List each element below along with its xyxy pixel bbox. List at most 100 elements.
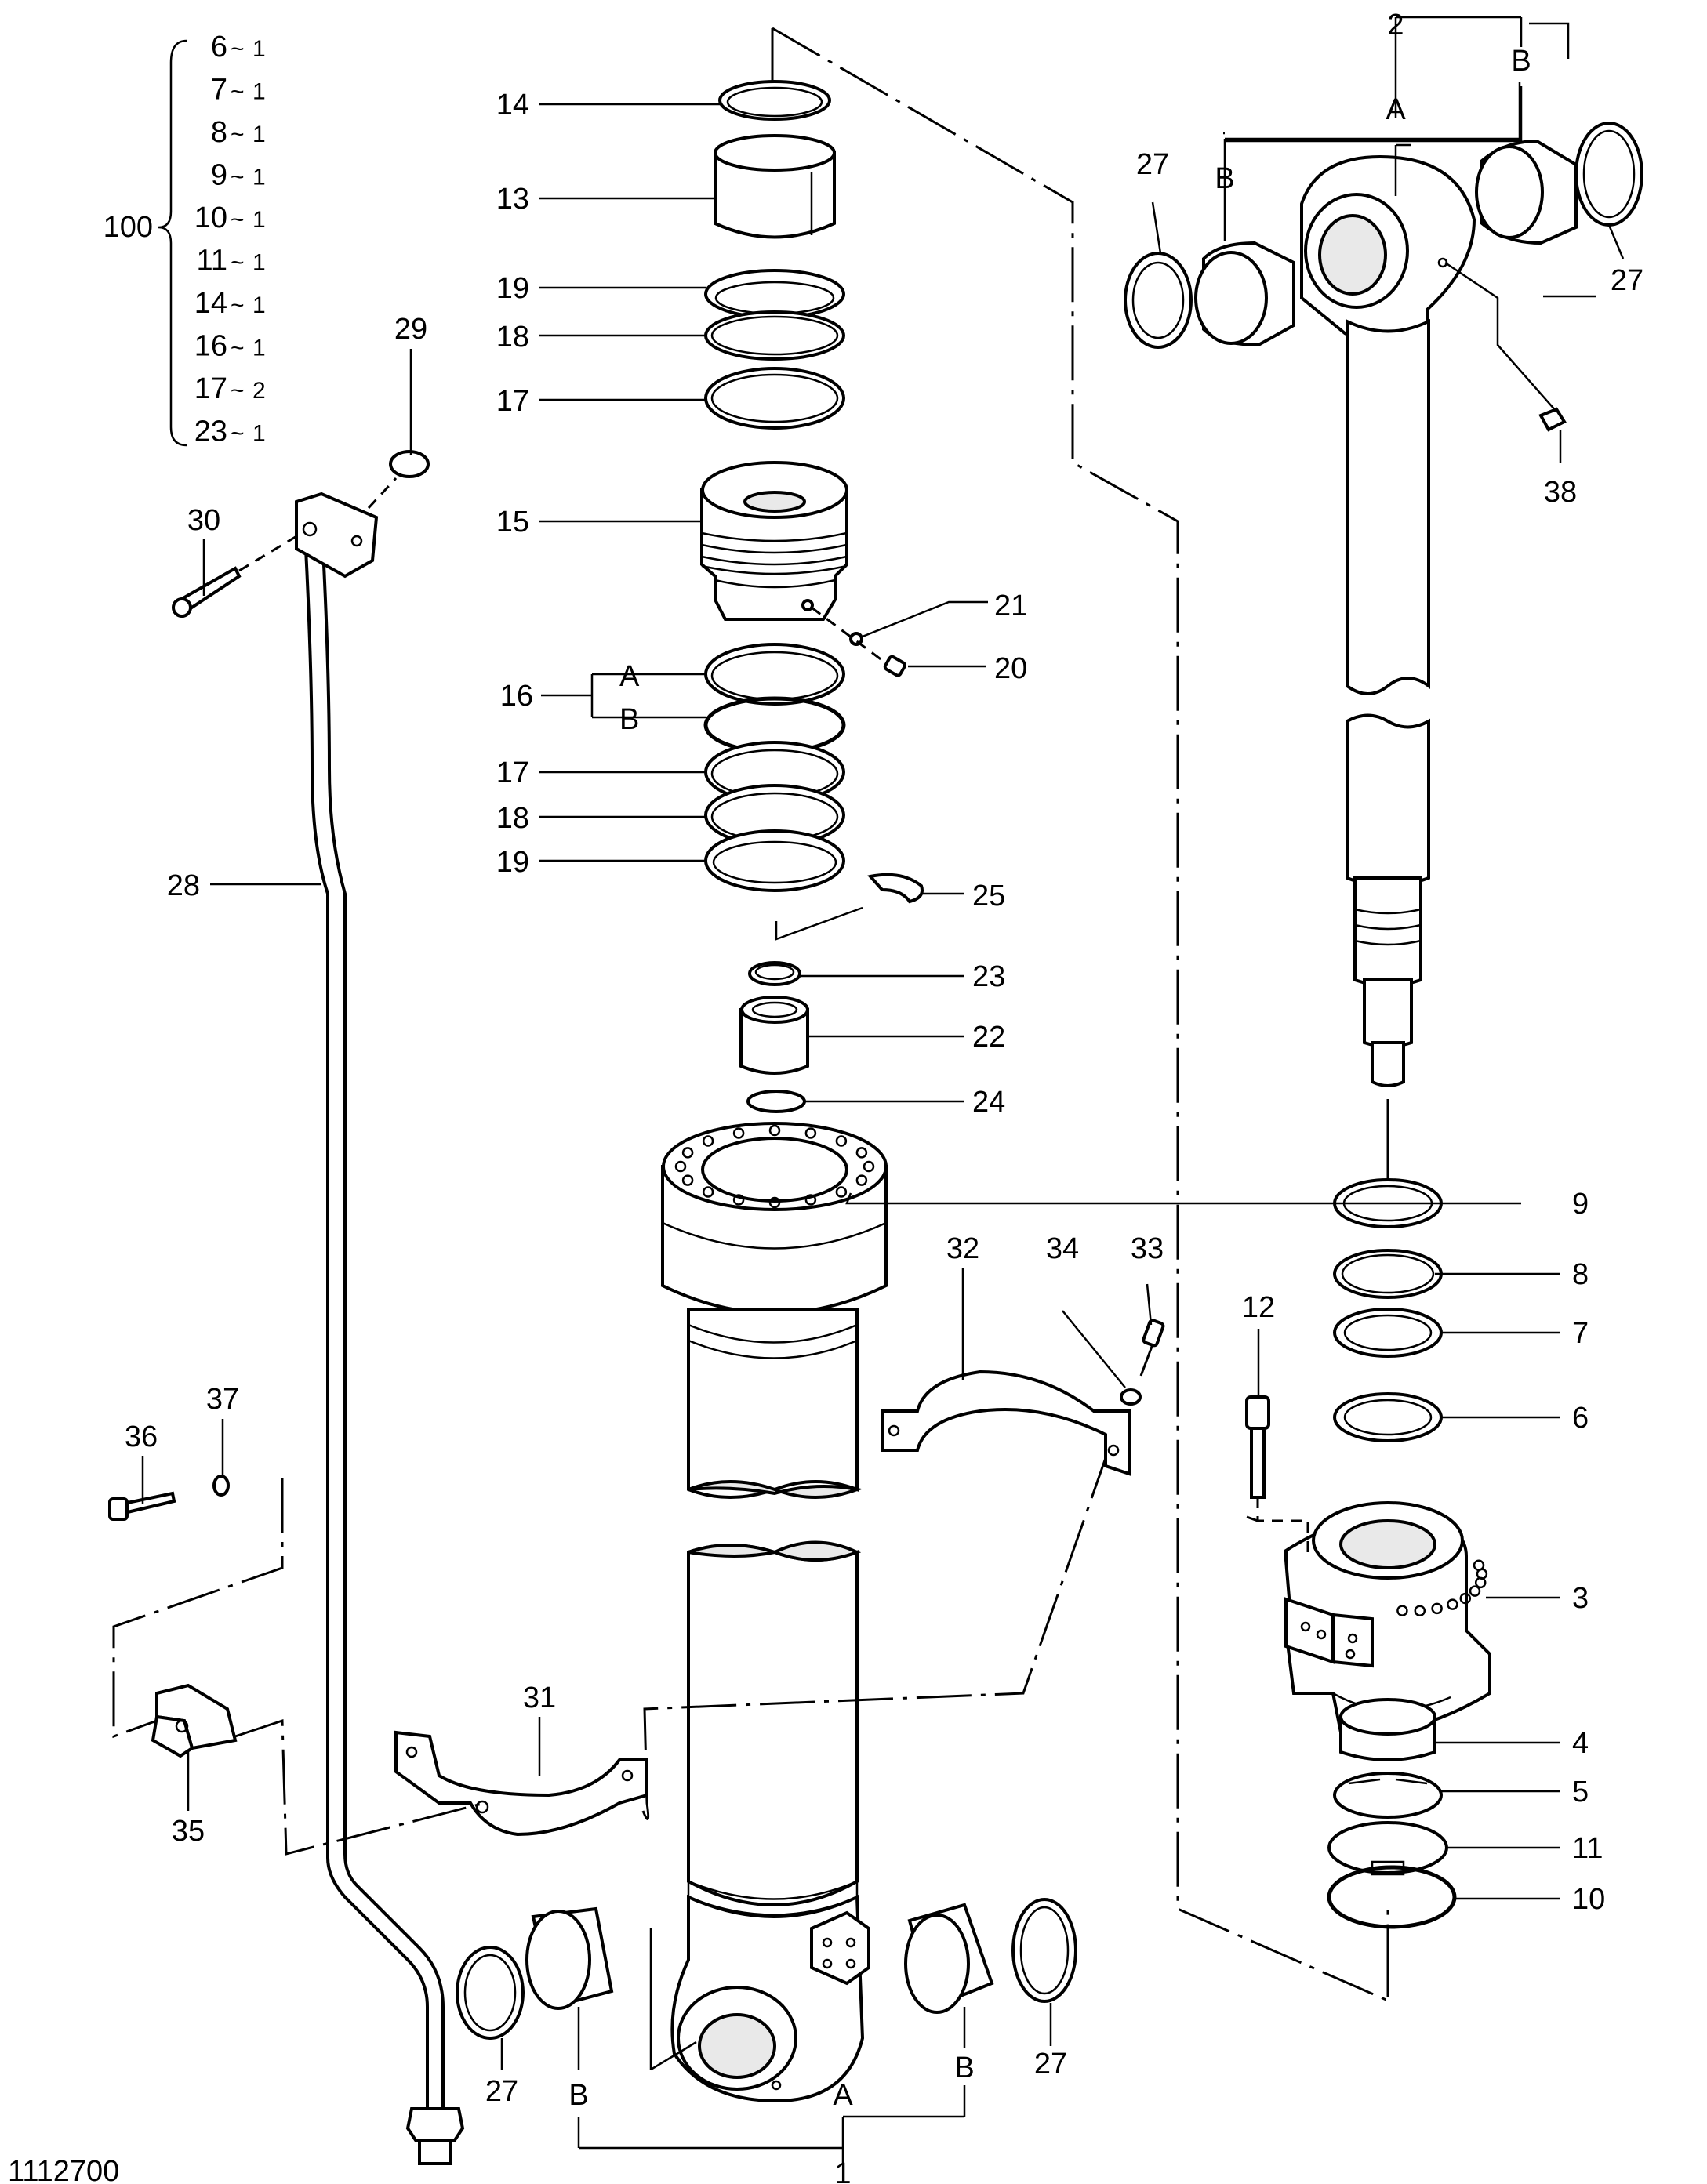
- callout-14: 14: [496, 89, 529, 122]
- hose-fitting: [405, 2107, 465, 2142]
- bolt-hole: [768, 1196, 781, 1209]
- bushing-13: [714, 151, 836, 239]
- snap-ring-24: [746, 1090, 806, 1113]
- letter-b-top-left: B: [1215, 162, 1234, 195]
- bolt-hole: [1459, 1592, 1472, 1605]
- clamp-35: [151, 1683, 238, 1758]
- clamp-32: [881, 1319, 1165, 1476]
- callout-17-top: 17: [496, 385, 529, 418]
- seal-ring-27-top-right: [1574, 122, 1643, 227]
- callout-27-bottom-right: 27: [1034, 2048, 1067, 2081]
- kit-item-qty: 1: [252, 421, 266, 447]
- callout-28: 28: [167, 869, 200, 902]
- callout-13: 13: [496, 183, 529, 216]
- bottom-pin-bushings: [456, 1898, 1077, 2040]
- kit-item-part: 16: [194, 330, 227, 363]
- callout-36: 36: [125, 1420, 158, 1453]
- bolt-hole: [702, 1135, 714, 1147]
- callout-27-top-right: 27: [1611, 264, 1643, 297]
- callout-31: 31: [523, 1682, 556, 1714]
- callout-8: 8: [1572, 1258, 1589, 1291]
- grease-nipple-38: [1538, 407, 1567, 432]
- ring-10: [1327, 1865, 1457, 1929]
- callout-7: 7: [1572, 1317, 1589, 1350]
- kit-item-qty: 1: [252, 292, 266, 318]
- callout-6: 6: [1572, 1402, 1589, 1435]
- callout-32: 32: [946, 1232, 979, 1265]
- kit-item-qty: 2: [252, 378, 266, 404]
- bolt-33: [1142, 1319, 1165, 1348]
- callout-4: 4: [1572, 1727, 1589, 1760]
- callout-16: 16: [500, 680, 533, 713]
- bolt-hole: [804, 1127, 817, 1139]
- kit-item-sep: ~: [231, 79, 245, 105]
- seal-ring-27-top-left: [1124, 252, 1193, 349]
- callout-27-bottom-left: 27: [485, 2075, 518, 2108]
- kit-label: 100: [104, 211, 153, 244]
- cylinder-tube-lower: [687, 1544, 859, 1906]
- set-screw-20: [883, 655, 906, 677]
- bolt-hole: [1447, 1598, 1458, 1610]
- callout-25: 25: [972, 880, 1005, 912]
- kit-item-sep: ~: [231, 378, 245, 404]
- callout-11: 11: [1572, 1832, 1603, 1865]
- callout-30: 30: [187, 504, 220, 537]
- bolt-hole: [768, 1124, 781, 1137]
- bolt-12: [1245, 1395, 1270, 1430]
- letter-16b: B: [619, 703, 639, 736]
- kit-item-qty: 1: [252, 36, 266, 62]
- kit-item-sep: ~: [231, 122, 245, 147]
- kit-item-qty: 1: [252, 207, 266, 233]
- callout-23: 23: [972, 960, 1005, 993]
- callout-18-top: 18: [496, 321, 529, 354]
- kit-item-sep: ~: [231, 292, 245, 318]
- callout-24: 24: [972, 1086, 1005, 1119]
- bolt-hole: [702, 1186, 714, 1198]
- bolt-hole: [681, 1147, 694, 1159]
- hose-block-fitting: [295, 492, 379, 579]
- bolt-hole: [1396, 1605, 1408, 1616]
- callout-10: 10: [1572, 1883, 1605, 1916]
- callout-19-top: 19: [496, 272, 529, 305]
- callout-12: 12: [1242, 1291, 1275, 1324]
- callout-17-bottom: 17: [496, 756, 529, 789]
- collar-22: [739, 1008, 809, 1075]
- kit-item-sep: ~: [231, 421, 245, 447]
- bolt-36-washer-37: [108, 1475, 230, 1521]
- backup-ring-16a: [704, 643, 845, 706]
- cylinder-tube-assembly: [661, 80, 924, 2103]
- hose-28: [172, 450, 465, 2165]
- ring-18: [704, 310, 845, 361]
- bolt-hole: [1474, 1576, 1487, 1589]
- seal-ring-27-bottom-left: [456, 1946, 525, 2040]
- kit-item-part: 23: [194, 415, 227, 448]
- leader-lines: [141, 16, 1625, 2164]
- letter-b-bottom-left: B: [568, 2079, 588, 2112]
- kit-item-part: 11: [197, 245, 227, 278]
- port-block: [810, 1910, 870, 1986]
- kit-item-part: 7: [211, 74, 227, 107]
- bolt-hole: [835, 1135, 848, 1147]
- piston-rod-assembly: [1124, 122, 1643, 1929]
- piston-rod-lower: [1346, 713, 1430, 887]
- letter-16a: A: [619, 660, 640, 693]
- kit-item-part: 14: [194, 287, 227, 320]
- bolt-hole: [1469, 1585, 1481, 1597]
- callout-22: 22: [972, 1021, 1005, 1054]
- ring-5: [1333, 1772, 1443, 1819]
- kit-item-qty: 1: [252, 79, 266, 105]
- callout-15: 15: [496, 506, 529, 539]
- kit-item-qty: 1: [252, 250, 266, 276]
- o-ring-29: [389, 450, 430, 478]
- ring-17: [704, 367, 845, 430]
- callout-29: 29: [394, 313, 427, 346]
- bolt-hole: [674, 1160, 687, 1173]
- bolt-hole: [863, 1160, 875, 1173]
- callout-27-top-left: 27: [1136, 148, 1169, 181]
- kit-item-part: 17: [194, 372, 227, 405]
- washer-34: [1120, 1388, 1142, 1406]
- bolt-hole: [835, 1186, 848, 1198]
- kit-item-qty: 1: [252, 122, 266, 147]
